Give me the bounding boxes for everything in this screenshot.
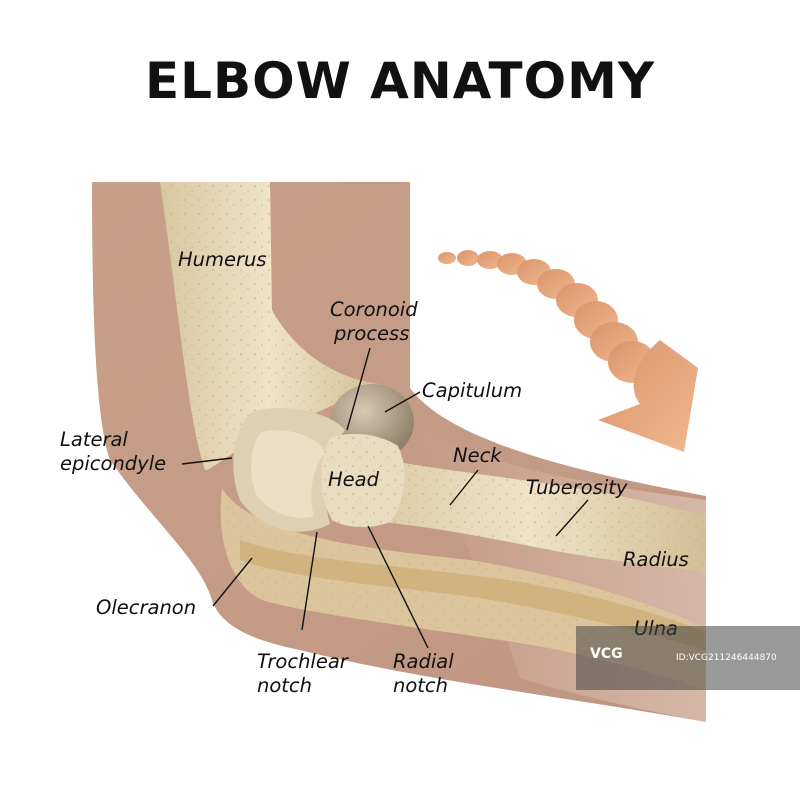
label-trochlear-notch-line1: Trochlear (257, 650, 350, 673)
label-olecranon: Olecranon (96, 596, 196, 619)
vcg-logo-icon: VCG (590, 646, 623, 662)
watermark: VCG ID:VCG211246444870 (576, 626, 800, 690)
label-radius: Radius (623, 548, 689, 571)
label-radial-notch-line2: notch (393, 674, 448, 697)
label-lateral-epicondyle-line1: Lateral (60, 428, 128, 451)
label-trochlear-notch-line2: notch (257, 674, 312, 697)
leader-lines (181, 347, 589, 649)
label-humerus: Humerus (178, 248, 267, 271)
watermark-id: ID:VCG211246444870 (676, 653, 777, 663)
label-lateral-epicondyle-line2: epicondyle (60, 452, 166, 475)
label-radial-notch-line1: Radial (393, 650, 454, 673)
label-coronoid-process-line2: process (333, 322, 409, 345)
label-tuberosity: Tuberosity (526, 476, 628, 499)
label-capitulum: Capitulum (422, 379, 522, 402)
page-title: ELBOW ANATOMY (144, 52, 656, 110)
label-head: Head (328, 468, 380, 491)
curved-arrow-icon (438, 250, 698, 452)
label-coronoid-process-line1: Coronoid (330, 298, 418, 321)
label-neck: Neck (453, 444, 502, 467)
